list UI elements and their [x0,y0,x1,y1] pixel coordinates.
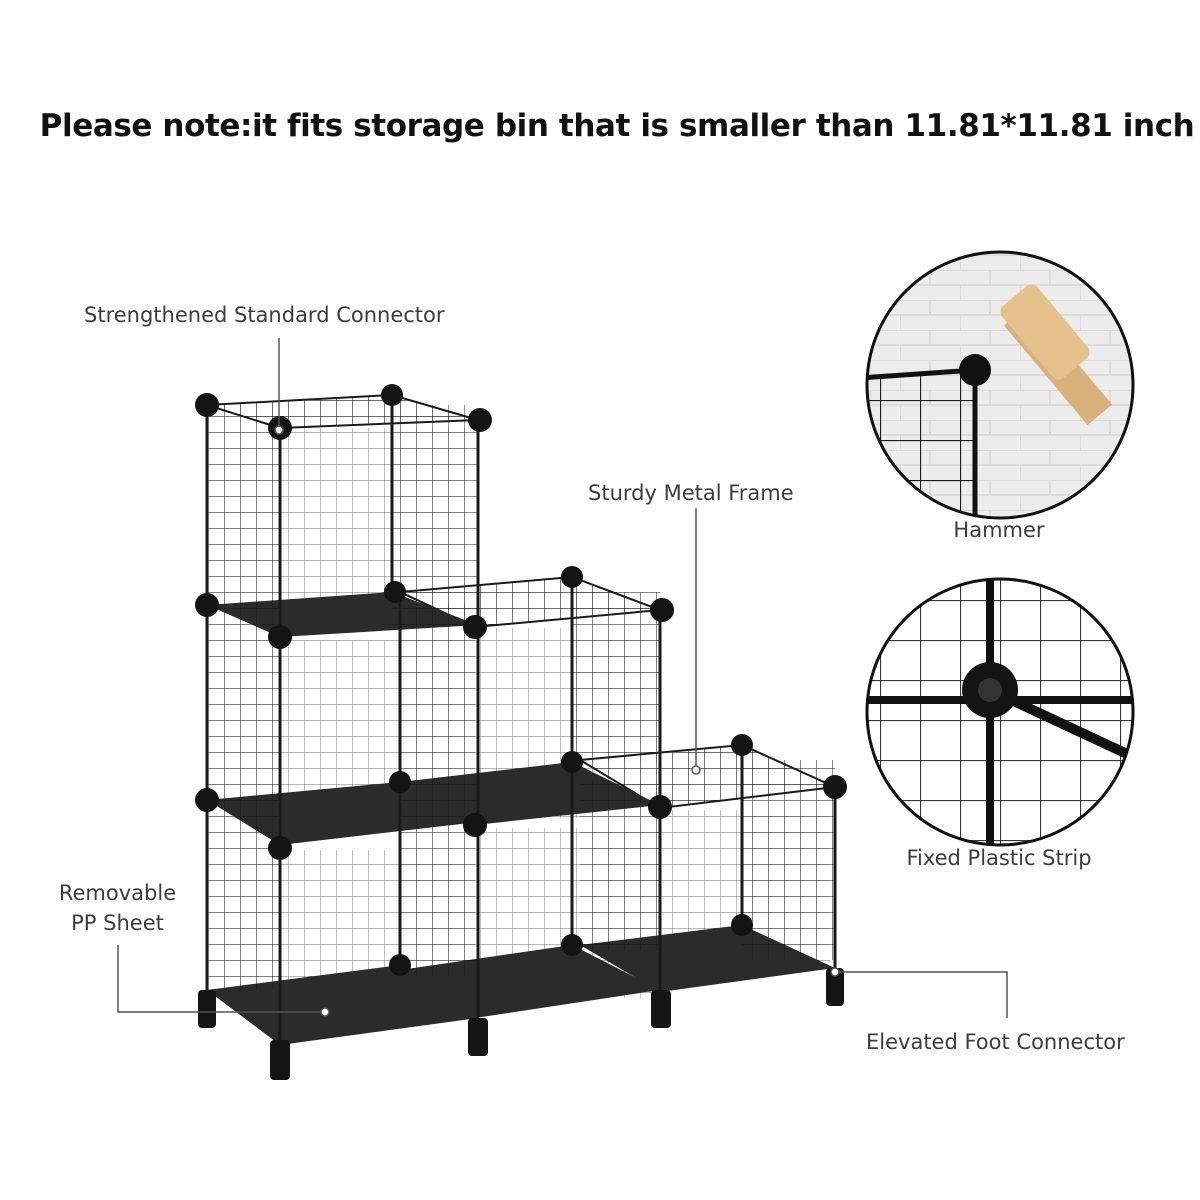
connector [389,771,411,793]
callout-leader-lines [117,338,1008,1018]
connector [463,813,487,837]
connector [381,384,403,406]
elevated-feet [198,968,844,1080]
connector [731,734,753,756]
connector [561,566,583,588]
connector [823,775,847,799]
plastic-strip-detail-image [865,577,1135,847]
hammer-detail-image [865,250,1135,520]
connector [468,408,492,432]
connector [268,836,292,860]
connector [195,393,219,417]
connector [463,615,487,639]
elevated-foot-label: Elevated Foot Connector [866,1030,1125,1054]
foot [468,1018,488,1056]
connector [268,625,292,649]
connector [731,914,753,936]
front-mesh-panels [207,405,835,990]
connector [561,934,583,956]
connector [650,598,674,622]
foot [826,968,844,1006]
connector [195,788,219,812]
foot [270,1040,290,1080]
connectors [195,384,847,976]
removable-sheet-label-line1: Removable [58,881,177,905]
connector [195,593,219,617]
connector [389,954,411,976]
connector [561,751,583,773]
hammer-caption: Hammer [953,518,1045,542]
foot [198,990,216,1028]
removable-sheet-label: Removable PP Sheet [40,878,195,938]
connector [648,795,672,819]
callout-dots [274,425,840,1017]
plastic-strip-caption: Fixed Plastic Strip [906,846,1092,870]
removable-sheet-label-line2: PP Sheet [71,911,164,935]
foot [651,990,671,1028]
sturdy-frame-label: Sturdy Metal Frame [588,481,794,505]
strengthened-connector-label: Strengthened Standard Connector [84,303,445,327]
connector [384,581,406,603]
storage-cube-rack [195,384,847,1080]
headline: Please note:it fits storage bin that is … [39,108,1195,144]
